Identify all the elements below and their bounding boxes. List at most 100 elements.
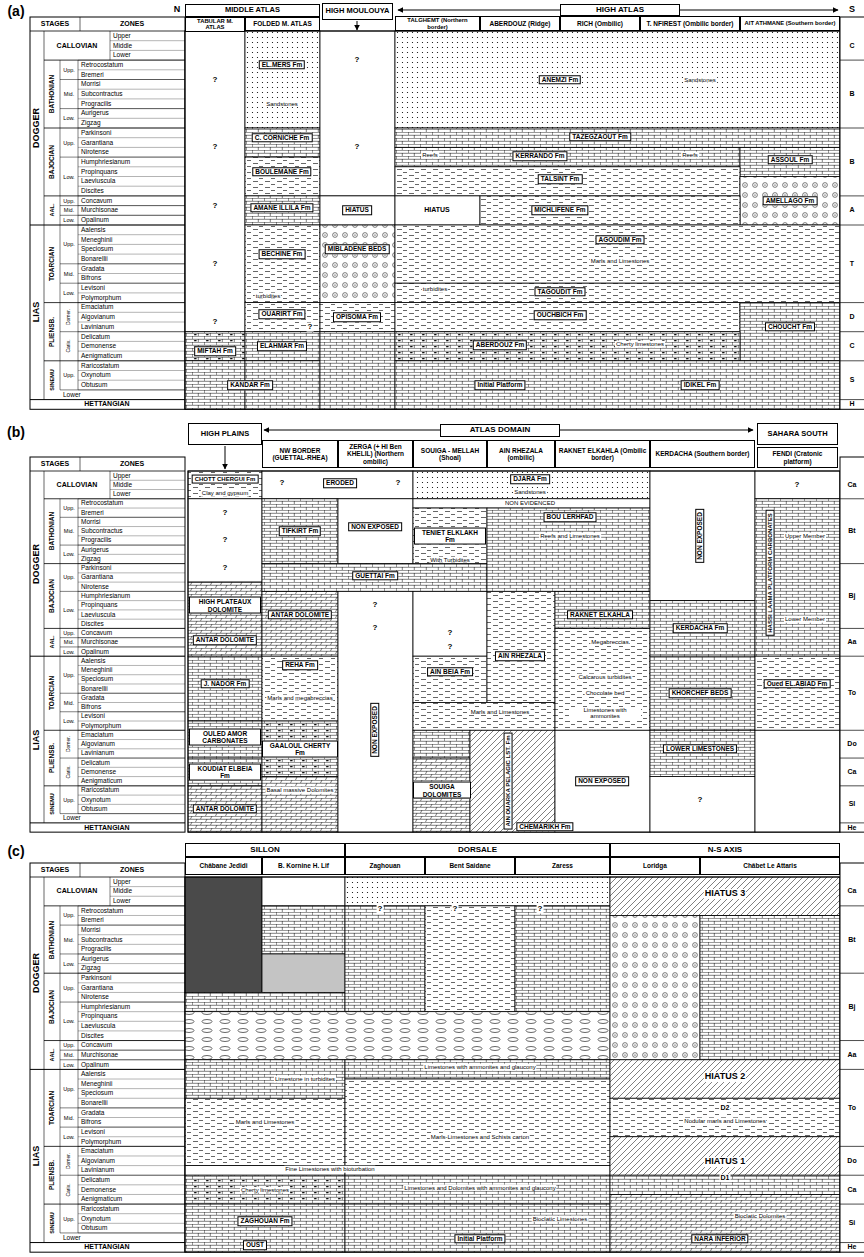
- zone-name: Retrocostatum: [81, 61, 123, 68]
- formation-box: BECHINE Fm: [259, 249, 306, 258]
- formation-name: KOUDIAT ELBEIA Fm: [192, 764, 258, 779]
- lithology-note: Cherty limestones: [240, 1186, 290, 1193]
- formation-box: AMANE ILLILA Fm: [250, 203, 313, 212]
- stage-name: BAJOCIAN: [48, 579, 55, 613]
- rule-line: [60, 1127, 185, 1128]
- formation-name: AMANE ILLILA Fm: [253, 204, 310, 211]
- substage-name: Low.: [63, 1134, 74, 1140]
- lithology-unit: [425, 906, 515, 1012]
- lithology-unit: [345, 1060, 610, 1079]
- substage-name: Lower: [63, 1234, 81, 1241]
- rule-line: [30, 1242, 185, 1243]
- lithology-note: turbidites: [255, 293, 281, 300]
- lithology-note: Calcarous turbidites: [577, 674, 632, 681]
- formation-box: TALSINT Fm: [538, 175, 583, 184]
- zone-name: Algovianum: [81, 741, 115, 748]
- substage-name: Low.: [63, 607, 74, 613]
- zone-name: Aurigerus: [81, 546, 109, 553]
- rule-line: [840, 1040, 864, 1041]
- lithology-note: turbidites: [422, 286, 448, 293]
- rule-line: [60, 1175, 185, 1176]
- lithology-note: Limestones with ammonites: [569, 707, 641, 720]
- formation-name: ELAHMAR Fm: [260, 343, 304, 350]
- lithology-unit: [395, 167, 740, 196]
- lithology-note: Upper Member: [784, 533, 826, 540]
- zone-line: [78, 944, 185, 945]
- zone-name: Subcontractus: [81, 90, 123, 97]
- rule-line: [60, 646, 185, 647]
- zone-name: Aurigerus: [81, 110, 109, 117]
- formation-name: DJARA Fm: [513, 476, 547, 483]
- period-name: LIAS: [32, 302, 42, 323]
- abbreviation-column: [840, 457, 864, 832]
- rule-line: [60, 813, 185, 814]
- lithology-note: Reefs: [421, 152, 439, 159]
- zone-name: Opalinum: [81, 1061, 109, 1068]
- formation-name: ABERDOUZ Fm: [476, 342, 524, 349]
- substage-name: Lower: [63, 815, 81, 822]
- zone-line: [78, 795, 185, 796]
- formation-box: OUCHBICH Fm: [534, 310, 587, 319]
- column-header: ATLAS DOMAIN: [440, 424, 560, 437]
- lithology-unit: [740, 177, 840, 226]
- zone-line: [78, 582, 185, 583]
- zone-line: [110, 50, 185, 51]
- formation-box: AIN RHEZALA: [495, 651, 545, 660]
- formation-name: RAKNET ELKAHLA: [570, 611, 630, 618]
- zone-line: [78, 1021, 185, 1022]
- zone-name: Laeviuscula: [81, 1023, 115, 1030]
- stage-abbreviation: He: [848, 1244, 857, 1252]
- zone-name: Progracilis: [81, 946, 111, 953]
- substage-name: Low.: [63, 173, 74, 179]
- panel-letter: (c): [7, 844, 24, 859]
- formation-name: J. NADOR Fm: [204, 680, 247, 687]
- substage-name: Low.: [63, 718, 74, 724]
- stage-name: TOARCIAN: [48, 676, 55, 710]
- query-mark: ?: [212, 259, 219, 268]
- zone-name: Aenigmaticum: [81, 1196, 122, 1203]
- formation-name: TIFKIRT Fm: [282, 527, 318, 534]
- lithology-unit: [185, 1204, 345, 1252]
- lithology-unit: [413, 730, 470, 758]
- rule-line: [60, 215, 185, 216]
- zone-name: Oxynotum: [81, 372, 111, 379]
- rule-line: [60, 591, 185, 592]
- header-text: Zaress: [552, 862, 573, 869]
- rule-line: [60, 205, 185, 206]
- stage-table: [30, 863, 185, 1252]
- lithology-unit: [245, 128, 320, 157]
- zone-name: Middle: [113, 42, 132, 49]
- zone-line: [78, 776, 185, 777]
- column-header: AIN RHEZALA (ombilic): [487, 440, 555, 468]
- lithology-unit: [262, 777, 338, 833]
- zone-line: [78, 748, 185, 749]
- stage-abbreviation: H: [849, 401, 854, 409]
- formation-box: NON EXPOSED: [370, 703, 379, 757]
- formation-name: TAZEGZAOUT Fm: [572, 133, 628, 140]
- zone-line: [78, 982, 185, 983]
- zone-name: Concavum: [81, 197, 112, 204]
- lithology-unit: [413, 499, 650, 508]
- stage-name: HETTANGIAN: [84, 1244, 129, 1252]
- lithology-unit: [395, 196, 480, 225]
- zone-name: Gradata: [81, 1109, 105, 1116]
- zone-line: [78, 312, 185, 313]
- substage-name: Upp.: [63, 372, 75, 378]
- lithology-note: Bioclatic Limestones: [532, 1215, 589, 1222]
- stage-name: CALLOVIAN: [57, 888, 98, 896]
- header-text: N-S AXIS: [708, 846, 742, 855]
- lithology-unit: [650, 730, 755, 776]
- lithology-unit: [338, 591, 413, 832]
- zone-line: [78, 1098, 185, 1099]
- query-mark: ?: [395, 479, 402, 488]
- zone-name: Upper: [113, 472, 131, 479]
- zone-line: [78, 89, 185, 90]
- zone-name: Upper: [113, 878, 131, 885]
- zone-name: Bonarellii: [81, 1099, 108, 1106]
- formation-box: CHOUCHT Fm: [765, 322, 815, 331]
- zone-name: Speciosum: [81, 1090, 113, 1097]
- formation-name: ANEMZI Fm: [542, 76, 578, 83]
- lithology-unit: [395, 332, 740, 361]
- zone-line: [78, 1213, 185, 1214]
- lithology-unit: [650, 471, 755, 601]
